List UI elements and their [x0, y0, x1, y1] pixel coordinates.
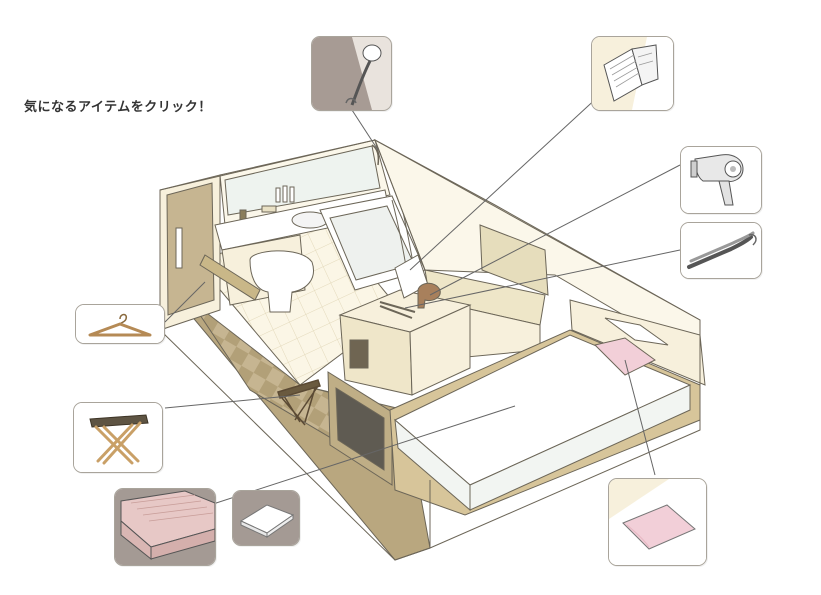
floor-luggage-rack	[277, 379, 321, 426]
shower-head-icon	[312, 37, 391, 110]
desk-side	[409, 304, 471, 396]
hotspot-towel-rack-hanger[interactable]	[198, 254, 262, 300]
mattress-icon	[115, 489, 215, 565]
towel-rack	[199, 254, 261, 301]
item-hair-iron[interactable]	[680, 222, 762, 279]
hotspot-shower[interactable]	[366, 140, 390, 170]
item-shower-head[interactable]	[311, 36, 392, 111]
sofa-back	[479, 224, 549, 296]
item-towel[interactable]	[232, 490, 300, 546]
callout-lines	[164, 94, 681, 506]
mirror	[224, 145, 381, 216]
hanger-icon	[76, 305, 164, 343]
bed-pillow-pink	[594, 337, 656, 376]
shower-head-small	[371, 144, 380, 166]
item-book[interactable]	[591, 36, 674, 111]
pillow-icon	[609, 479, 706, 565]
tv-screen	[335, 387, 385, 471]
folded-towel-icon	[233, 491, 299, 545]
item-luggage-rack[interactable]	[73, 402, 163, 473]
desk-hairdryer	[417, 282, 441, 309]
instruction-text: 気になるアイテムをクリック！	[24, 100, 212, 115]
room-outline	[159, 139, 701, 561]
hotspot-floor-luggage-rack[interactable]	[276, 378, 322, 426]
bed-pillow-white	[604, 317, 669, 346]
hotspot-desk-hairdryer[interactable]	[416, 280, 444, 310]
luggage-rack-icon	[74, 403, 162, 472]
item-hair-dryer[interactable]	[680, 146, 762, 214]
desk-shelf	[349, 339, 369, 369]
toilet	[249, 250, 314, 313]
item-mattress[interactable]	[114, 488, 216, 566]
toiletries	[239, 185, 295, 221]
hotspot-bed-pillow[interactable]	[592, 314, 670, 376]
headboard	[569, 299, 706, 386]
item-pillow[interactable]	[608, 478, 707, 566]
item-hanger[interactable]	[75, 304, 165, 344]
hair-iron-icon	[681, 223, 761, 278]
hotspot-desk-hair-iron[interactable]	[378, 298, 416, 320]
door-handle	[175, 227, 183, 269]
hair-dryer-icon	[681, 147, 761, 213]
open-book-icon	[592, 37, 673, 110]
desk-hair-iron	[379, 301, 416, 319]
bed-skirt-side	[469, 384, 691, 511]
door-panel	[166, 182, 215, 316]
